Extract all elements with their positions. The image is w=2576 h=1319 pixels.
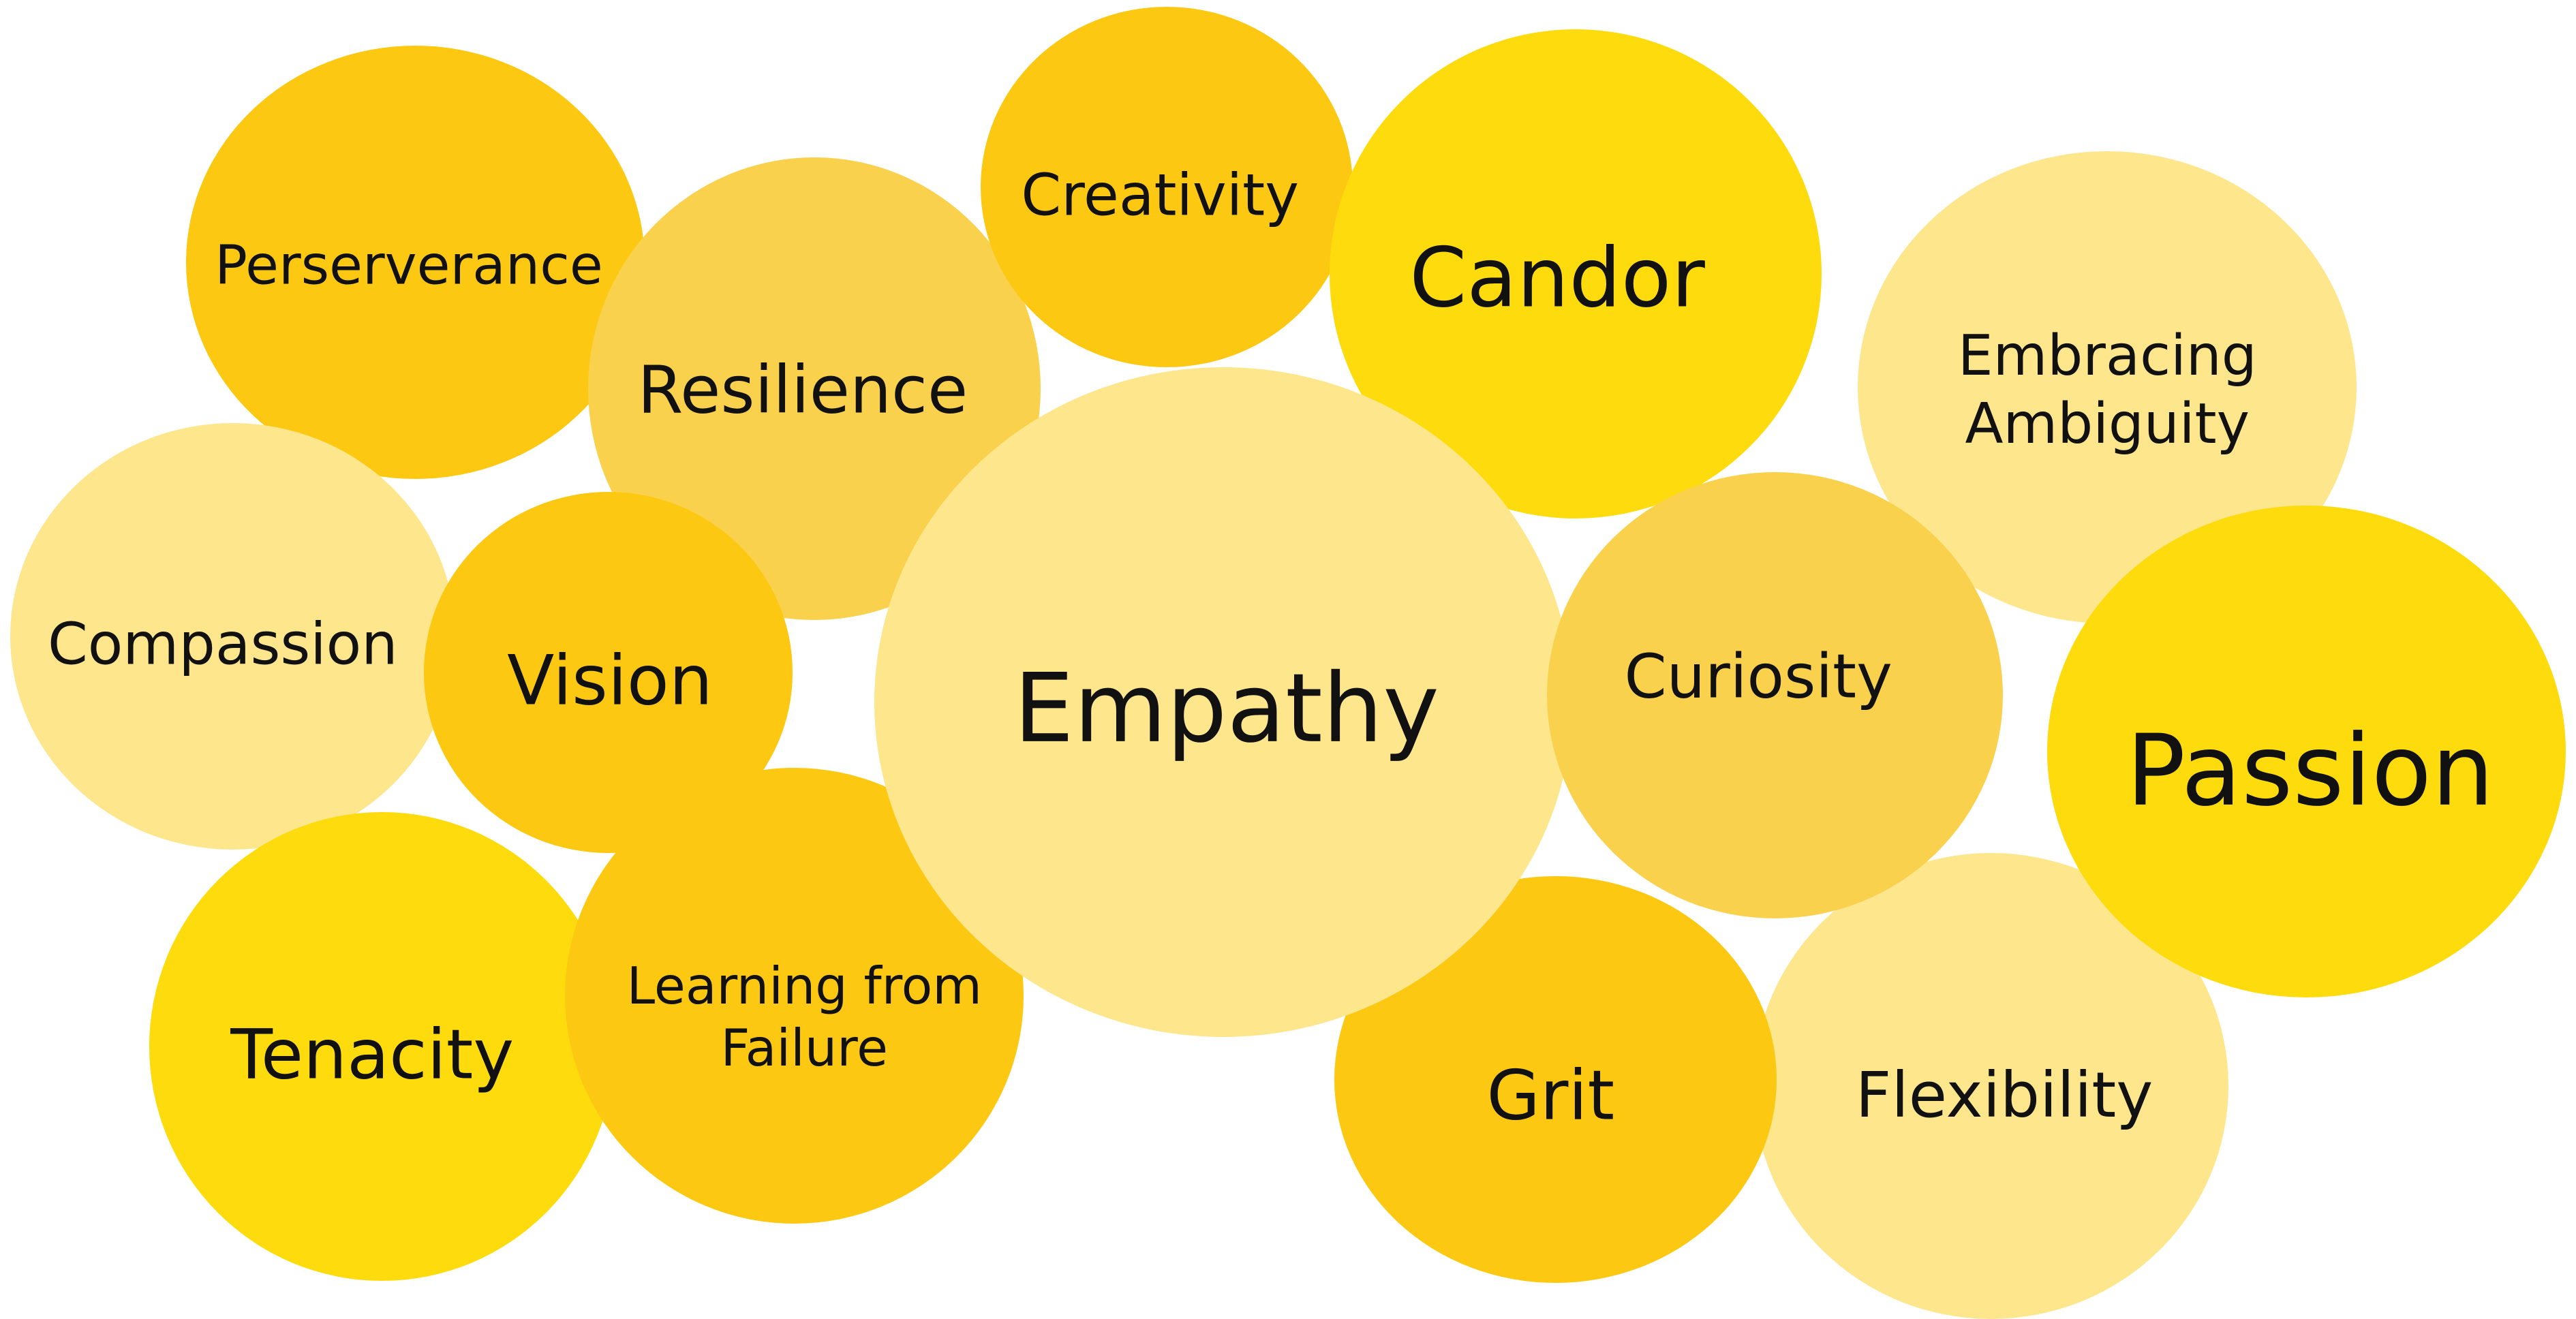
label-line: Embracing	[1957, 324, 2257, 389]
label-line: Empathy	[1013, 652, 1439, 764]
label-line: Passion	[2126, 713, 2494, 828]
label-line: Creativity	[1021, 161, 1300, 229]
label-perserverance: Perserverance	[215, 233, 603, 299]
label-line: Failure	[720, 1018, 889, 1078]
label-line: Vision	[507, 640, 713, 721]
bubble-perserverance	[186, 46, 645, 480]
bubble-compassion	[10, 423, 456, 850]
label-line: Flexibility	[1855, 1059, 2153, 1132]
bubble-curiosity	[1547, 472, 2003, 919]
label-line: Curiosity	[1624, 642, 1892, 713]
label-line: Perserverance	[215, 233, 603, 297]
label-line: Compassion	[47, 610, 398, 678]
label-line: Tenacity	[230, 1014, 515, 1095]
label-empathy: Empathy	[1014, 651, 1439, 766]
label-line: Resilience	[637, 352, 968, 429]
label-compassion: Compassion	[48, 610, 398, 680]
label-line: Grit	[1486, 1055, 1615, 1136]
label-creativity: Creativity	[1021, 160, 1299, 230]
label-line: Candor	[1409, 230, 1705, 326]
label-line: Learning from	[626, 956, 983, 1016]
bubble-empathy	[874, 367, 1572, 1037]
bubble-vision	[423, 492, 793, 853]
label-tenacity: Tenacity	[230, 1012, 514, 1096]
label-curiosity: Curiosity	[1624, 640, 1892, 715]
bubble-passion	[2047, 505, 2566, 997]
label-resilience: Resilience	[638, 350, 968, 431]
label-line: Ambiguity	[1965, 392, 2250, 457]
bubble-tenacity	[149, 811, 615, 1282]
label-candor: Candor	[1409, 229, 1705, 329]
bubble-creativity	[980, 6, 1353, 368]
label-passion: Passion	[2126, 711, 2494, 831]
label-vision: Vision	[507, 638, 713, 722]
label-flexibility: Flexibility	[1856, 1057, 2153, 1134]
label-grit: Grit	[1486, 1054, 1614, 1138]
